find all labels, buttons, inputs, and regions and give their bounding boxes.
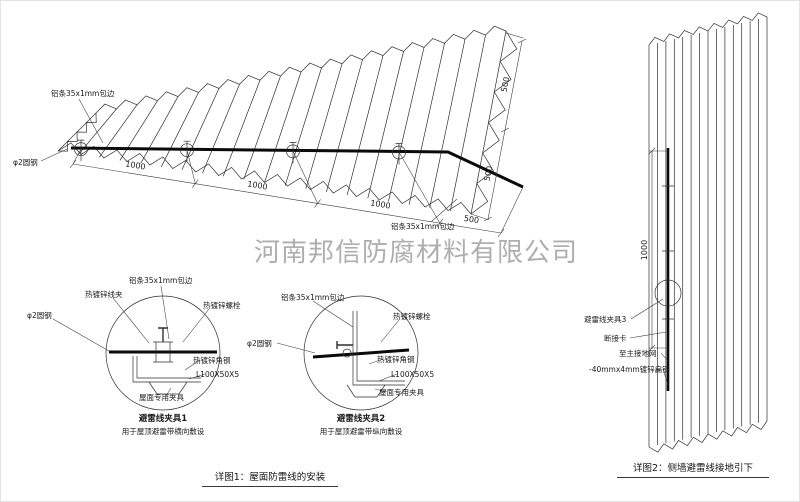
detail-1-bolt-shape bbox=[158, 327, 168, 342]
detail-2-circle bbox=[303, 295, 419, 411]
roof-left-end-profile bbox=[57, 112, 97, 152]
lightning-wire bbox=[70, 146, 524, 189]
detail-1-label-round-steel: φ2圆钢 bbox=[27, 310, 52, 320]
wall-label-to-ground: 至主接地网 bbox=[619, 348, 657, 358]
dim-1000-b: 1000 bbox=[247, 179, 269, 191]
roof-front-edge-profile bbox=[57, 142, 472, 215]
detail-1-angle-steel-shape bbox=[132, 356, 201, 383]
roof-back-edge-profile bbox=[95, 25, 507, 114]
detail-1-leader-lines bbox=[52, 285, 210, 397]
caption-detail-2: 详图2：侧墙避雷线接地引下 bbox=[617, 460, 769, 478]
wall-leader-lines bbox=[629, 298, 669, 386]
dim-500-right-upper: 500 bbox=[500, 76, 512, 93]
wall-top-edge-profile bbox=[648, 12, 768, 46]
detail-1-subtitle: 用于屋顶避雷带横向敷设 bbox=[122, 426, 205, 436]
dimension-extension-lines bbox=[72, 32, 524, 234]
detail-2-label-angle: 热镀锌角钢 bbox=[377, 354, 415, 364]
dim-500-right-lower: 500 bbox=[483, 165, 495, 182]
detail-2-label-bolt: 热镀锌螺栓 bbox=[393, 311, 431, 321]
caption-detail-1: 详图1：屋面防雷线的安装 bbox=[202, 469, 338, 487]
detail-2-bolt-shape bbox=[336, 341, 353, 349]
wall-label-clamp3: 避雷线夹具3 bbox=[584, 314, 626, 324]
detail-2-label-roof-clamp: 屋面专用夹具 bbox=[379, 387, 424, 397]
detail-1-roof-clamp-shape bbox=[148, 381, 188, 395]
detail-1-label-angle-spec: L100X50X5 bbox=[196, 370, 239, 379]
dimension-lines bbox=[72, 40, 523, 234]
label-alu-strip-bottom: 铝条35x1mm包边 bbox=[391, 221, 455, 231]
roof-corrugation-ridges bbox=[57, 30, 507, 215]
detail-2-label-round-steel: φ2圆钢 bbox=[247, 338, 272, 348]
wall-dim-ticks bbox=[648, 147, 656, 352]
disconnect-card-marker bbox=[654, 279, 682, 307]
detail-1-label-angle: 热镀锌角钢 bbox=[193, 355, 231, 365]
wall-dim-1000: 1000 bbox=[640, 240, 649, 260]
detail-1-label-roof-clamp: 屋面专用夹具 bbox=[139, 392, 184, 402]
conductor-clamp-ticks bbox=[662, 185, 674, 320]
dim-1000-c: 1000 bbox=[370, 198, 392, 210]
detail-2-drawing: 铝条35x1mm包边 热镀锌螺栓 φ2圆钢 热镀锌角钢 L100X50X5 屋面… bbox=[247, 292, 434, 436]
detail-1-label-clamp: 热镀锌线夹 bbox=[85, 289, 123, 299]
detail-2-subtitle: 用于屋顶避雷带纵向敷设 bbox=[320, 426, 403, 436]
detail-1-title: 避雷线夹具1 bbox=[139, 413, 188, 424]
dim-1000-a: 1000 bbox=[125, 159, 147, 171]
wire-clamps bbox=[74, 139, 406, 165]
detail-2-wire bbox=[312, 348, 410, 359]
wall-label-flat-steel: -40mmx4mm镀锌扁钢 bbox=[589, 364, 670, 374]
detail-1-label-alu: 铝条35x1mm包边 bbox=[129, 275, 193, 285]
dimension-ticks bbox=[69, 38, 527, 238]
label-alu-strip-top: 铝条35x1mm包边 bbox=[51, 88, 115, 98]
detail-2-wire-section bbox=[342, 348, 352, 358]
roof-drawing: 铝条35x1mm包边 φ2圆钢 铝条35x1mm包边 1000 1000 100… bbox=[13, 25, 527, 238]
dim-500-bottom: 500 bbox=[463, 214, 480, 225]
detail-1-drawing: 热镀锌线夹 铝条35x1mm包边 热镀锌螺栓 φ2圆钢 热镀锌角钢 L100X5… bbox=[27, 275, 241, 436]
detail-1-circle bbox=[105, 295, 221, 411]
detail-2-label-angle-spec: L100X50X5 bbox=[391, 370, 434, 379]
roof-leader-lines bbox=[40, 98, 458, 223]
detail-2-label-alu: 铝条35x1mm包边 bbox=[281, 292, 345, 302]
label-round-steel: φ2圆钢 bbox=[13, 157, 38, 167]
detail-1-label-bolt: 热镀锌螺栓 bbox=[203, 300, 241, 310]
detail-2-title: 避雷线夹具2 bbox=[337, 413, 386, 424]
detail-2-leader-lines bbox=[276, 300, 400, 393]
wall-corrugation-ribs bbox=[648, 17, 768, 447]
wall-bottom-edge-profile bbox=[648, 420, 768, 453]
detail-2-roof-clamp-shape bbox=[346, 384, 386, 398]
roof-right-end-profile bbox=[470, 30, 518, 215]
wall-drawing: 1000 避雷线夹具3 断接卡 至主接地网 -40mmx4mm镀锌扁钢 bbox=[584, 12, 768, 453]
wall-label-disconnect: 断接卡 bbox=[604, 333, 627, 343]
detail-2-angle-steel-shape bbox=[352, 311, 405, 386]
